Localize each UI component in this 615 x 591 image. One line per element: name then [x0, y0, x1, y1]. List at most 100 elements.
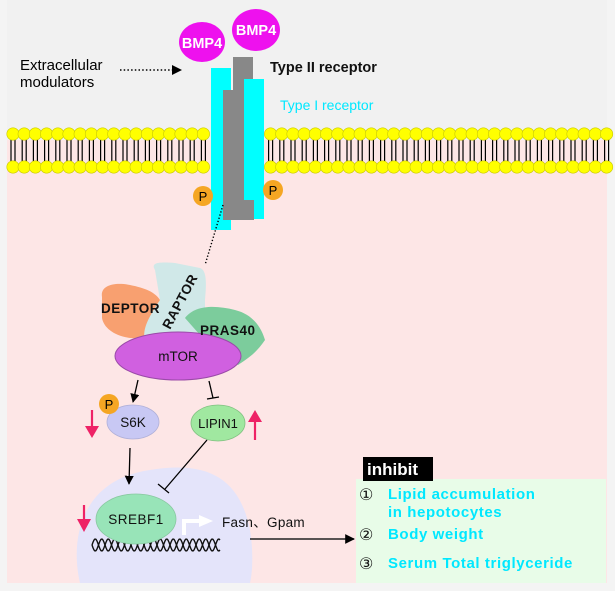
lipid-head — [174, 160, 188, 174]
lipid-head — [331, 127, 345, 141]
mtor-to-lipin1-inhibit-bar — [206, 396, 220, 400]
lipid-head — [342, 160, 356, 174]
transcription-start-line — [182, 519, 200, 535]
lipid-head — [342, 127, 356, 141]
lipid-head — [544, 127, 558, 141]
extracellular-space — [7, 0, 607, 140]
lipid-head — [196, 127, 210, 141]
s6k-phospho — [99, 394, 119, 414]
lipin1-to-srebf1-inhibit-bar — [157, 483, 170, 494]
lipid-head — [152, 127, 166, 141]
s6k-decrease-arrow-icon — [85, 426, 99, 438]
transcription-start-arrowhead-icon — [199, 515, 213, 527]
lipid-head — [420, 160, 434, 174]
lipid-head — [275, 127, 289, 141]
lipid-head — [532, 160, 546, 174]
lipid-head — [84, 160, 98, 174]
lipid-head — [286, 160, 300, 174]
pras40-label: PRAS40 — [200, 323, 256, 338]
s6k-shape — [106, 404, 160, 440]
lipid-head — [577, 160, 591, 174]
s6k-label: S6K — [120, 415, 146, 430]
lipid-head — [152, 160, 166, 174]
inhibit-header-bg — [363, 457, 433, 481]
lipid-head — [308, 127, 322, 141]
lipid-head — [51, 127, 65, 141]
outcome-item-1-line2: in hepotocytes — [388, 504, 502, 521]
type1-receptor-label: Type I receptor — [280, 97, 374, 113]
lipid-head — [544, 160, 558, 174]
lipid-head — [140, 127, 154, 141]
deptor-label: DEPTOR — [101, 301, 160, 316]
lipid-head — [476, 127, 490, 141]
lipid-head — [264, 160, 278, 174]
lipid-head — [376, 127, 390, 141]
lipid-head — [73, 160, 87, 174]
lipid-head — [6, 160, 20, 174]
type2-receptor-label: Type II receptor — [270, 60, 377, 76]
target-genes-label: Fasn、Gpam — [222, 515, 305, 530]
bmp4-ligand-1: BMP4 — [179, 22, 225, 62]
outcome-item-2-number: ② — [359, 527, 373, 544]
extracellular-label-line1: Extracellular — [20, 57, 103, 74]
phospho-label: P — [199, 189, 208, 204]
lipid-head — [275, 160, 289, 174]
mtor-label: mTOR — [158, 349, 198, 364]
lipid-head — [555, 127, 569, 141]
lipid-head — [521, 127, 535, 141]
receptor-phospho-left: P — [193, 186, 213, 206]
lipid-head — [163, 160, 177, 174]
lipid-head — [28, 160, 42, 174]
lipid-head — [476, 160, 490, 174]
lipid-head — [163, 127, 177, 141]
lipid-head — [600, 127, 614, 141]
lipid-head — [488, 160, 502, 174]
lipid-head — [432, 127, 446, 141]
lipid-head — [107, 160, 121, 174]
s6k-phospho-label: P — [105, 397, 114, 412]
lipid-head — [465, 127, 479, 141]
lipid-head — [409, 160, 423, 174]
lipid-head — [387, 160, 401, 174]
receptor-phospho-right: P — [263, 180, 283, 200]
type2-receptor-base — [233, 200, 254, 220]
lipid-head — [185, 127, 199, 141]
dna-strand-2 — [91, 538, 221, 552]
outcome-item-3-line1: Serum Total triglyceride — [388, 555, 573, 572]
pras40-shape — [185, 306, 265, 365]
lipid-head — [555, 160, 569, 174]
receptor-to-complex-dotted-line — [204, 204, 224, 266]
s6k-to-srebf1-arrow — [124, 447, 134, 485]
dna-helix — [91, 538, 221, 552]
lipid-head — [6, 127, 20, 141]
outcome-item-2-line1: Body weight — [388, 526, 484, 543]
lipid-head — [286, 127, 300, 141]
lipid-head — [376, 160, 390, 174]
lipid-head — [364, 160, 378, 174]
lipid-head — [40, 160, 54, 174]
bmp4-ligand-2: BMP4 — [232, 9, 280, 51]
lipid-head — [28, 127, 42, 141]
lipin1-increase-arrow-icon — [248, 410, 262, 422]
lipid-head — [129, 127, 143, 141]
lipid-bilayer — [6, 127, 614, 174]
lipid-head — [118, 127, 132, 141]
lipin1-to-srebf1-inhibit-line — [164, 439, 208, 490]
lipid-head — [499, 160, 513, 174]
type1-receptor-right — [244, 79, 264, 219]
lipid-head — [566, 127, 580, 141]
lipid-head — [600, 160, 614, 174]
inhibit-header: inhibit — [367, 460, 418, 479]
lipid-head — [62, 127, 76, 141]
lipid-head — [297, 160, 311, 174]
lipid-head — [129, 160, 143, 174]
lipid-head — [185, 160, 199, 174]
lipid-head — [96, 160, 110, 174]
lipid-head — [364, 127, 378, 141]
lipid-head — [398, 127, 412, 141]
lipid-head — [40, 127, 54, 141]
lipin1-label: LIPIN1 — [198, 416, 238, 431]
lipid-head — [51, 160, 65, 174]
lipid-head — [308, 160, 322, 174]
lipid-head — [566, 160, 580, 174]
